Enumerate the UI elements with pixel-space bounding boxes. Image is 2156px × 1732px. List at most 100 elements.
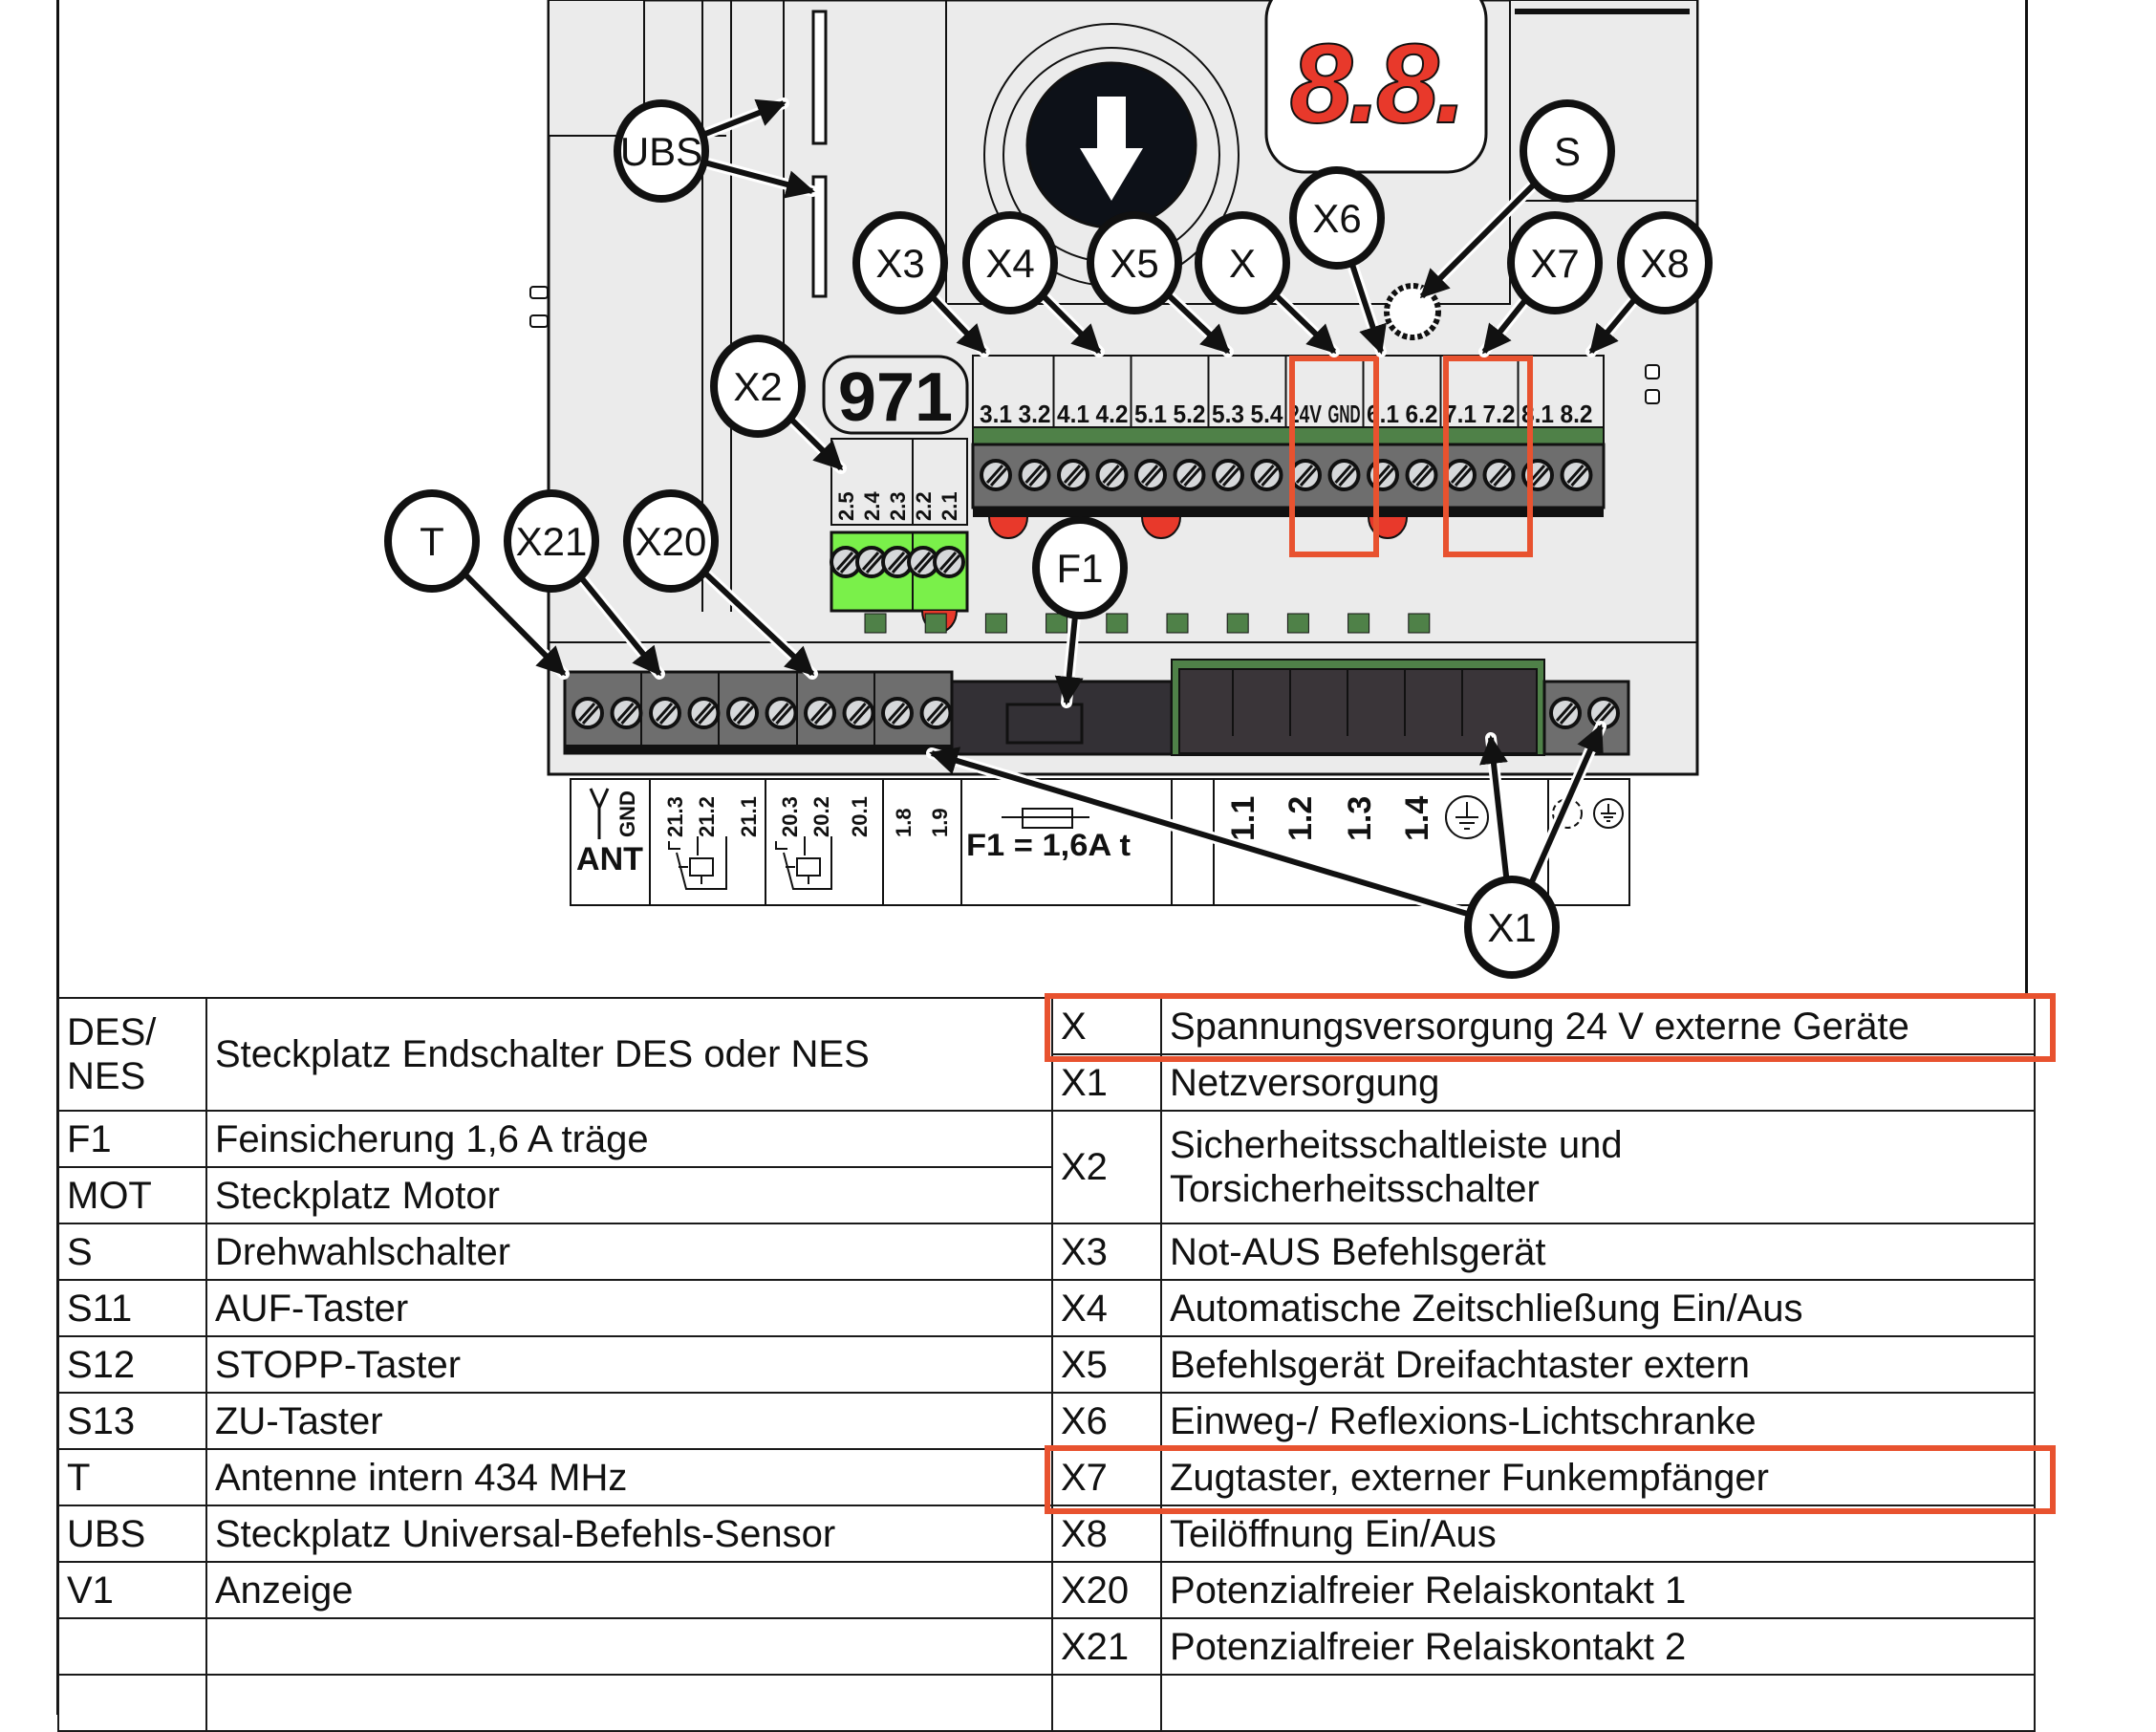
- terminal-screw: [842, 697, 875, 729]
- fuse-label: F1 = 1,6A t: [966, 828, 1131, 862]
- terminal-screw: [1018, 459, 1051, 491]
- legend-description: Drehwahlschalter: [205, 1223, 1053, 1281]
- legend-description: ZU-Taster: [205, 1392, 1053, 1450]
- arrow-down-icon: [1080, 97, 1143, 201]
- callout-label: X2: [733, 364, 782, 409]
- terminal-label: 3.2: [1019, 400, 1051, 428]
- callout-arrow: [1419, 180, 1539, 299]
- x2-terminal-label: 2.4: [860, 491, 884, 521]
- terminal-label: 7.1: [1444, 400, 1477, 428]
- legend-code: X7: [1051, 1448, 1162, 1506]
- bottom-terminal-label: 21.1: [737, 796, 761, 837]
- red-clip: [1141, 516, 1181, 539]
- terminal-screw: [1482, 459, 1516, 491]
- bottom-terminal-label: 20.2: [809, 796, 833, 837]
- bottom-terminal-label: 1.9: [928, 808, 952, 837]
- legend-description: Potenzialfreier Relaiskontakt 2: [1160, 1617, 2036, 1676]
- legend-description: [205, 1674, 1053, 1732]
- callout-x20: X20: [623, 489, 719, 593]
- legend-code: X21: [1051, 1617, 1162, 1676]
- terminal-label: GND: [1328, 400, 1361, 428]
- callout-arrows: [457, 97, 1643, 920]
- callout-arrow: [1054, 611, 1084, 705]
- callout-arrow: [787, 415, 844, 471]
- red-clip: [988, 516, 1028, 539]
- callout-arrow: [1039, 292, 1102, 355]
- legend-code: UBS: [57, 1505, 207, 1563]
- terminal-label: 4.2: [1096, 400, 1129, 428]
- callout-x5: X5: [1087, 211, 1182, 314]
- terminal-label: 8.1: [1521, 400, 1554, 428]
- terminal-label: 4.1: [1057, 400, 1089, 428]
- legend-code: T: [57, 1448, 207, 1506]
- callout-arrow: [1479, 735, 1510, 884]
- callout-x2: X2: [710, 335, 806, 438]
- callout-label: X1: [1487, 905, 1536, 950]
- legend-code: V1: [57, 1561, 207, 1619]
- antenna-label: ANT: [576, 841, 643, 877]
- terminal-screw: [1560, 459, 1593, 491]
- mains-terminal-label: 1.4: [1399, 796, 1435, 841]
- fuse-icon: [1002, 808, 1089, 829]
- legend-code: [1051, 1674, 1162, 1732]
- seven-segment-display: 8.8.: [1264, 0, 1488, 174]
- terminal-screw: [1250, 459, 1283, 491]
- callout-label: X3: [875, 241, 924, 286]
- legend-description: [205, 1617, 1053, 1676]
- callout-x6: X6: [1289, 166, 1385, 270]
- legend-description: Steckplatz Motor: [205, 1166, 1053, 1224]
- callout-label: X21: [516, 519, 588, 564]
- legend-description: Teilöffnung Ein/Aus: [1160, 1505, 2036, 1563]
- legend-description: Zugtaster, externer Funkempfänger: [1160, 1448, 2036, 1506]
- callout-arrow: [1164, 291, 1231, 355]
- legend-description: STOPP-Taster: [205, 1335, 1053, 1394]
- callout-x7: X7: [1507, 211, 1603, 314]
- x2-terminal-label: 2.2: [912, 491, 936, 521]
- ubs-slot-lower: [811, 175, 828, 298]
- board-model-text: 971: [838, 359, 953, 436]
- terminal-screw: [919, 697, 953, 729]
- highlight-box-24v-gnd: [1289, 356, 1379, 557]
- terminal-label: 5.2: [1174, 400, 1206, 428]
- frame-right-border: [2025, 0, 2028, 998]
- relay-symbol-x20: [775, 836, 832, 890]
- callout-t: T: [384, 489, 480, 593]
- callout-f1: F1: [1032, 516, 1128, 619]
- legend-row: [57, 1674, 2036, 1732]
- callout-label: S: [1554, 129, 1581, 174]
- legend-code: S: [57, 1223, 207, 1281]
- callout-arrow: [461, 570, 567, 677]
- terminal-screw: [1405, 459, 1438, 491]
- legend-description: Potenzialfreier Relaiskontakt 1: [1160, 1561, 2036, 1619]
- callout-x8: X8: [1617, 211, 1713, 314]
- callout-arrow: [1588, 294, 1639, 355]
- terminal-screw: [765, 697, 798, 729]
- callout-label: X8: [1640, 241, 1689, 286]
- legend-description: [1160, 1674, 2036, 1732]
- terminal-screw: [1289, 459, 1322, 491]
- legend-code: X1: [1051, 1053, 1162, 1112]
- bottom-terminal-label: 20.3: [778, 796, 802, 837]
- callout-label: X: [1229, 241, 1256, 286]
- legend-description: Steckplatz Universal-Befehls-Sensor: [205, 1505, 1053, 1563]
- terminal-screw: [1327, 459, 1361, 491]
- callout-arrow: [929, 747, 1471, 918]
- terminal-label: 5.1: [1134, 400, 1167, 428]
- legend-description: Netzversorgung: [1160, 1053, 2036, 1112]
- legend-code: [57, 1674, 207, 1732]
- callout-arrow: [701, 569, 815, 677]
- legend-code: X4: [1051, 1279, 1162, 1337]
- pcb-teeth: [864, 613, 1431, 634]
- callout-label: T: [420, 519, 444, 564]
- callout-arrow: [702, 159, 815, 199]
- callout-ubs: UBS: [614, 99, 709, 203]
- mains-terminal-label: 1.2: [1283, 796, 1319, 841]
